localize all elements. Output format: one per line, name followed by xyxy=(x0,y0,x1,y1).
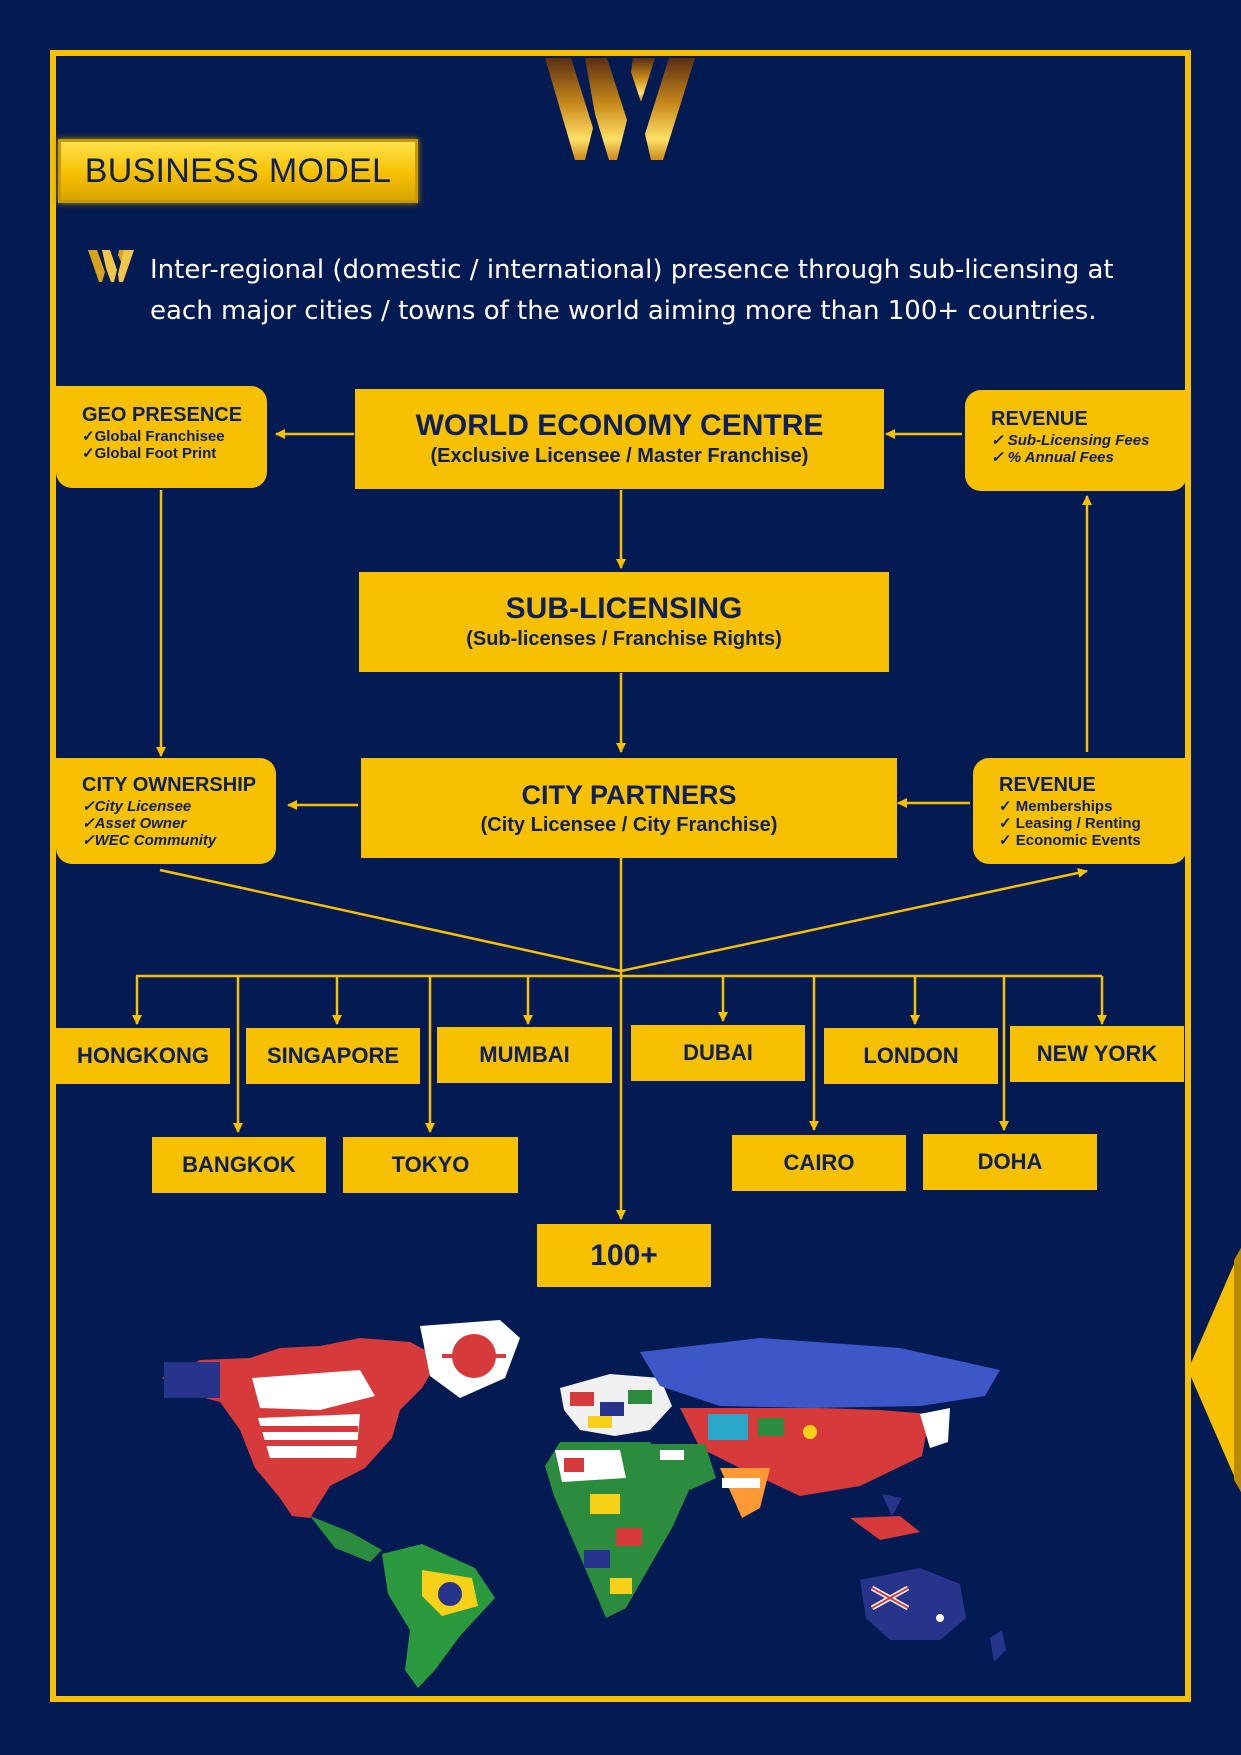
list-item: ✓Global Foot Print xyxy=(82,445,217,462)
world-flags-map xyxy=(162,1320,1006,1688)
list-item: ✓Global Franchisee xyxy=(82,428,225,445)
list-item: ✓WEC Community xyxy=(82,832,217,849)
list-item: ✓ Leasing / Renting xyxy=(999,815,1141,832)
node-sub-licensing: SUB-LICENSING (Sub-licenses / Franchise … xyxy=(359,572,889,672)
node-title: SUB-LICENSING xyxy=(505,592,743,625)
list-item: ✓ Sub-Licensing Fees xyxy=(991,432,1150,449)
node-title: REVENUE xyxy=(999,774,1096,796)
node-title: CITY PARTNERS xyxy=(521,780,737,810)
list-item: ✓ Economic Events xyxy=(999,832,1141,849)
node-title: WORLD ECONOMY CENTRE xyxy=(415,409,824,442)
city-london: LONDON xyxy=(824,1028,998,1084)
city-doha: DOHA xyxy=(923,1134,1097,1190)
node-subtitle: (Sub-licenses / Franchise Rights) xyxy=(466,628,782,650)
node-revenue-bottom: REVENUE ✓ Memberships ✓ Leasing / Rentin… xyxy=(973,758,1187,864)
side-tab-decoration xyxy=(1188,1248,1241,1492)
node-geo-presence: GEO PRESENCE ✓Global Franchisee ✓Global … xyxy=(56,386,267,488)
list-item: ✓ % Annual Fees xyxy=(991,449,1114,466)
city-singapore: SINGAPORE xyxy=(246,1028,420,1084)
page-border xyxy=(50,50,1191,1702)
city-tokyo: TOKYO xyxy=(343,1137,518,1193)
w-monogram-logo xyxy=(545,58,695,160)
node-world-economy-centre: WORLD ECONOMY CENTRE (Exclusive Licensee… xyxy=(355,389,884,489)
city-mumbai: MUMBAI xyxy=(437,1027,612,1083)
city-hongkong: HONGKONG xyxy=(56,1028,230,1084)
node-city-ownership: CITY OWNERSHIP ✓City Licensee ✓Asset Own… xyxy=(56,758,276,864)
list-item: ✓Asset Owner xyxy=(82,815,187,832)
city-more-count: 100+ xyxy=(537,1224,711,1287)
node-subtitle: (City Licensee / City Franchise) xyxy=(480,814,778,836)
page-title: BUSINESS MODEL xyxy=(58,139,418,203)
city-new-york: NEW YORK xyxy=(1010,1026,1184,1082)
node-revenue-top: REVENUE ✓ Sub-Licensing Fees ✓ % Annual … xyxy=(965,390,1187,491)
city-cairo: CAIRO xyxy=(732,1135,906,1191)
w-monogram-icon xyxy=(88,250,134,282)
node-title: GEO PRESENCE xyxy=(82,404,243,426)
node-title: REVENUE xyxy=(991,408,1088,430)
list-item: ✓ Memberships xyxy=(999,798,1113,815)
city-dubai: DUBAI xyxy=(631,1025,805,1081)
intro-text: Inter-regional (domestic / international… xyxy=(150,255,1114,326)
node-subtitle: (Exclusive Licensee / Master Franchise) xyxy=(430,445,809,467)
node-title: CITY OWNERSHIP xyxy=(82,774,257,796)
list-item: ✓City Licensee xyxy=(82,798,192,815)
city-bangkok: BANGKOK xyxy=(152,1137,326,1193)
node-city-partners: CITY PARTNERS (City Licensee / City Fran… xyxy=(361,758,897,858)
